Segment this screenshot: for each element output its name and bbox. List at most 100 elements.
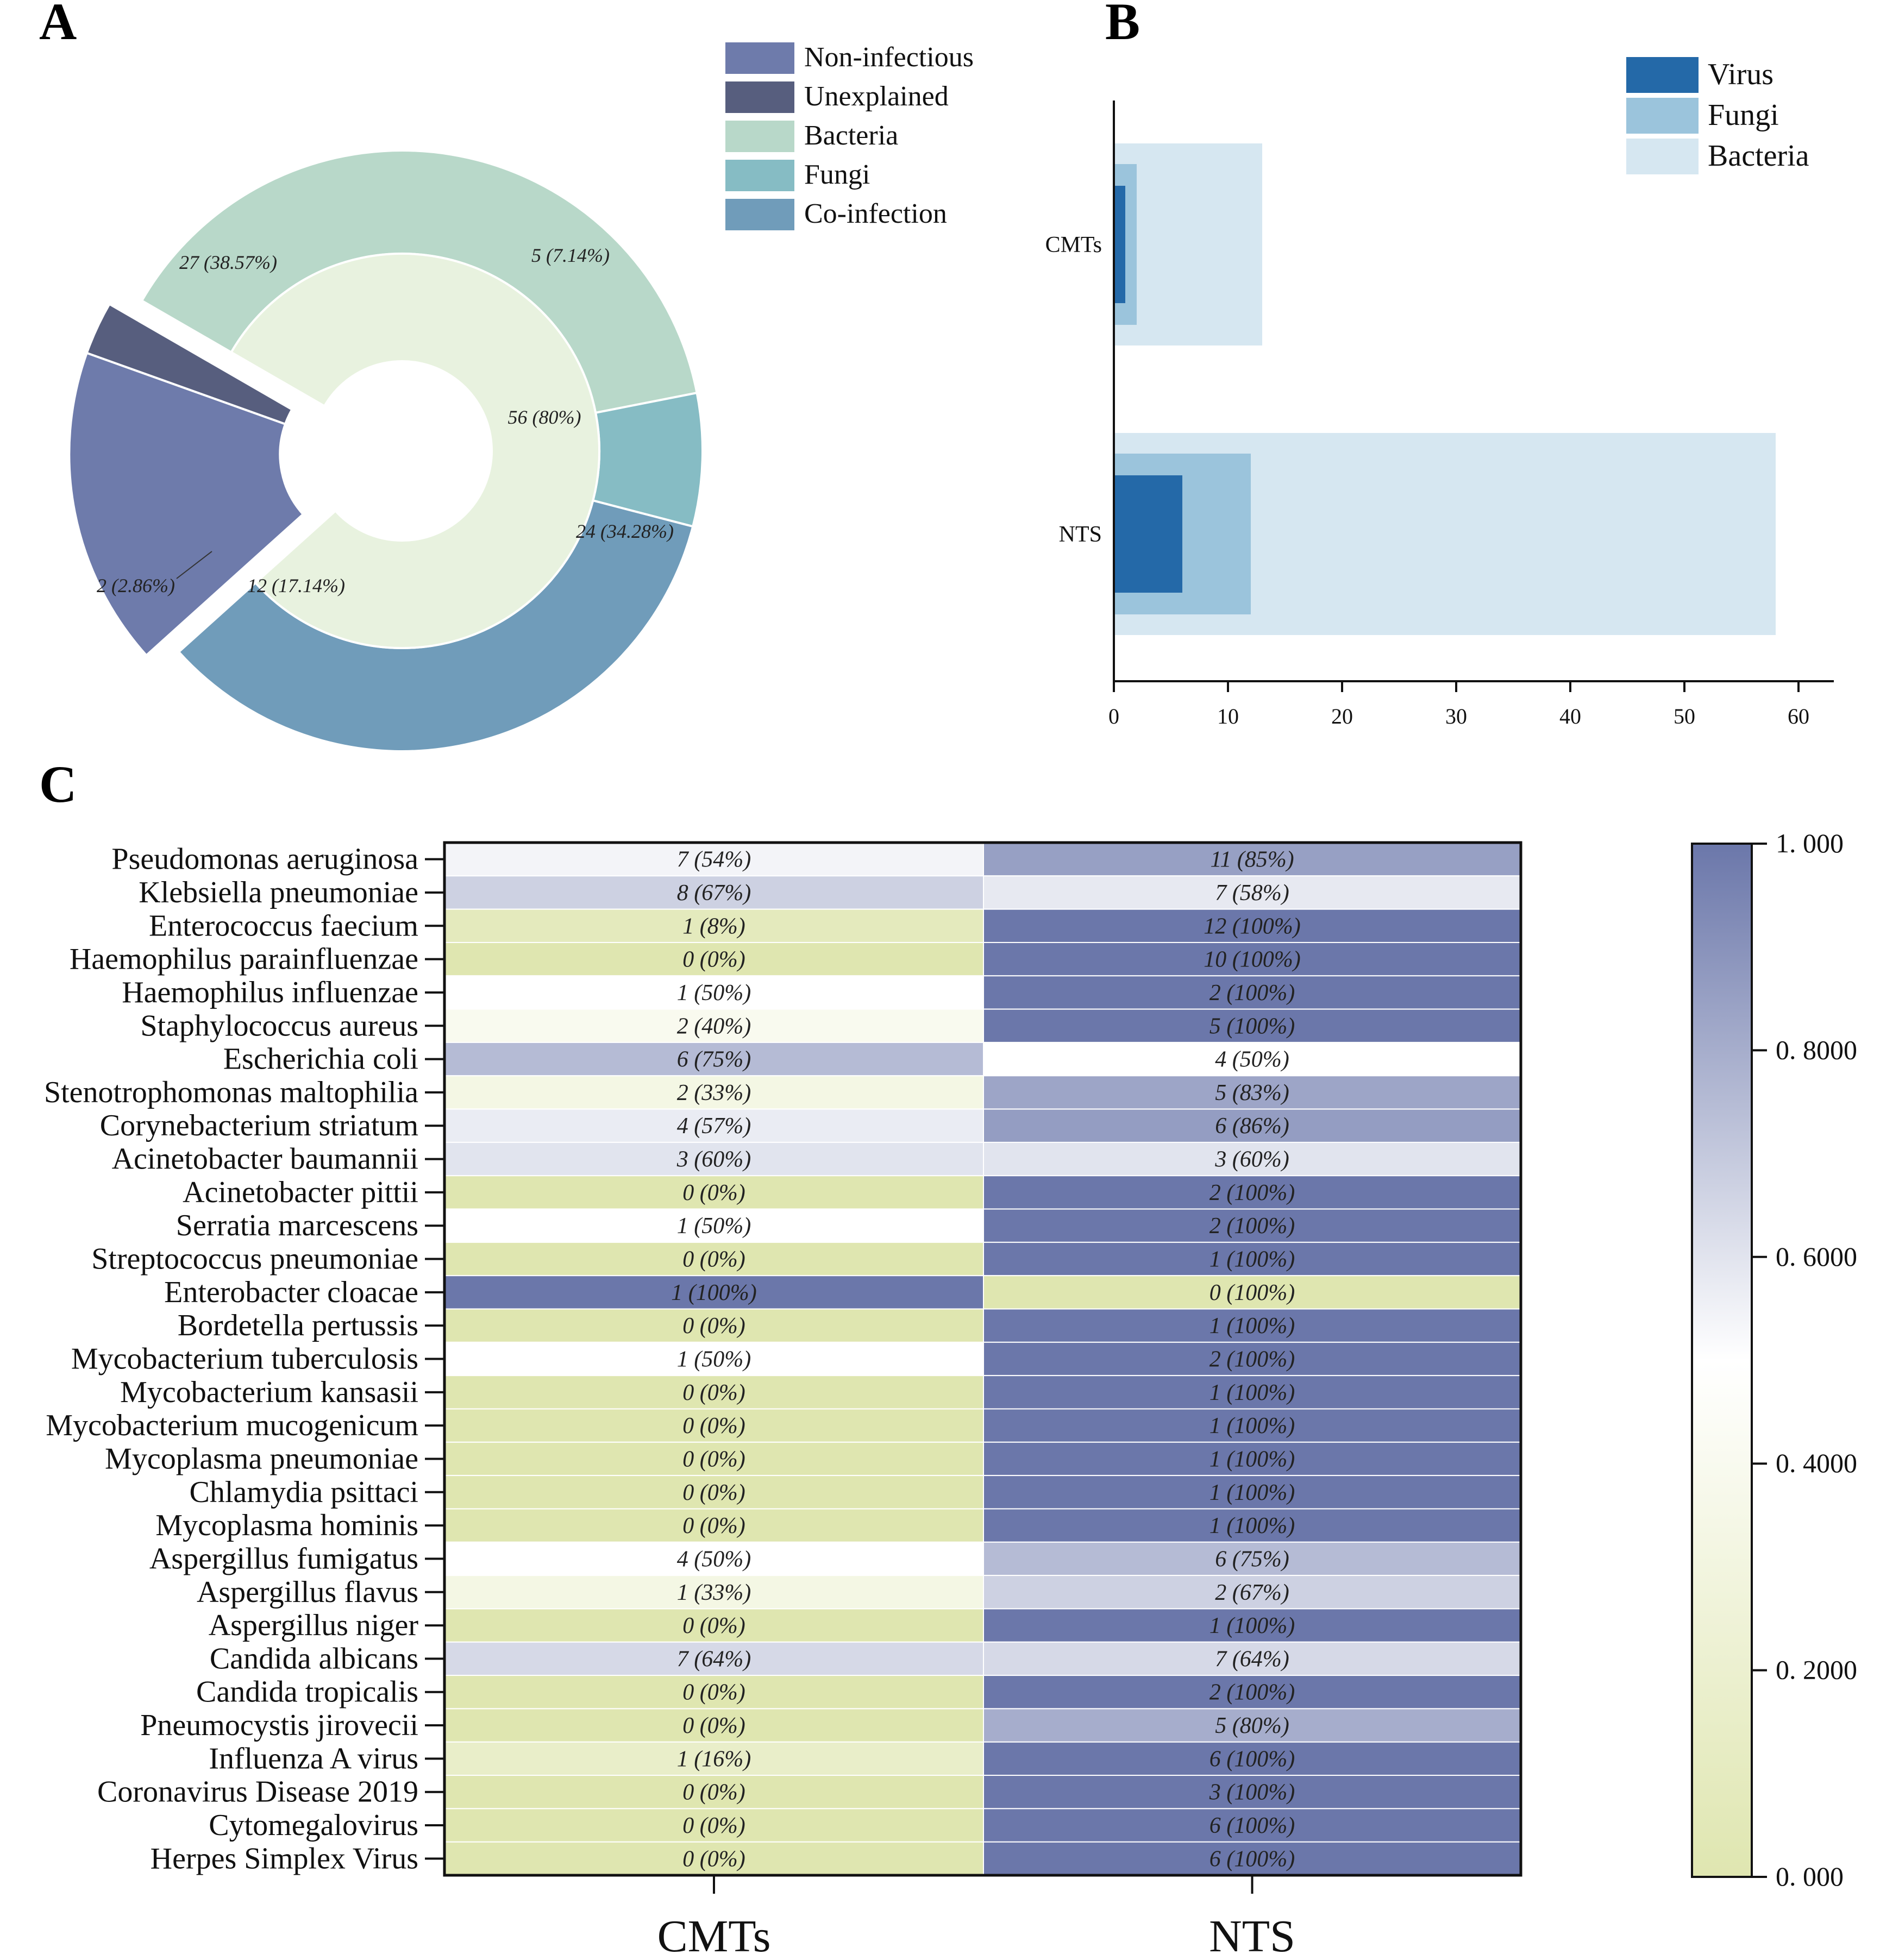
panel-label-b: B [1105, 0, 1140, 51]
heat-cell-nts-herpes-simplex-virus [983, 1841, 1521, 1876]
donut-label-bacteria: 27 (38.57%) [179, 252, 277, 273]
heat-value-nts: 11 (85%) [1210, 847, 1294, 872]
heat-row-label-aspergillus-flavus: Aspergillus flavus [197, 1575, 418, 1609]
heat-cell-nts-haemophilus-parainfluenzae [983, 941, 1521, 977]
bar-legend-label-fungi: Fungi [1708, 98, 1779, 132]
bar-x-tick-label: 40 [1559, 704, 1581, 728]
heat-value-nts: 12 (100%) [1204, 914, 1300, 939]
heat-value-nts: 1 (100%) [1210, 1513, 1295, 1538]
bar-x-tick-label: 20 [1331, 704, 1353, 728]
heat-cell-nts-serratia-marcescens [983, 1208, 1521, 1243]
bar-x-tick-label: 10 [1217, 704, 1239, 728]
heat-cell-cmts-enterobacter-cloacae [444, 1275, 984, 1310]
heat-value-nts: 1 (100%) [1210, 1480, 1295, 1505]
heat-cell-nts-klebsiella-pneumoniae [983, 875, 1521, 910]
donut-label-infection: 56 (80%) [508, 406, 581, 428]
bar-x-tick-label: 60 [1788, 704, 1809, 728]
heat-value-nts: 2 (100%) [1210, 1180, 1295, 1205]
heat-value-cmts: 0 (0%) [682, 1846, 745, 1871]
heat-cell-nts-aspergillus-fumigatus [983, 1541, 1521, 1576]
heat-value-nts: 3 (100%) [1209, 1780, 1295, 1805]
heat-cell-nts-candida-tropicalis [983, 1675, 1521, 1710]
heat-row-label-haemophilus-parainfluenzae: Haemophilus parainfluenzae [70, 943, 418, 976]
bar-legend-label-virus: Virus [1708, 58, 1774, 91]
legend-label-bacteria: Bacteria [804, 120, 898, 151]
heat-value-cmts: 7 (64%) [677, 1647, 751, 1672]
heat-row-label-acinetobacter-baumannii: Acinetobacter baumannii [112, 1142, 418, 1176]
donut-label-co-infection: 24 (34.28%) [576, 520, 674, 542]
legend-label-co-infection: Co-infection [804, 198, 947, 229]
heat-row-label-pneumocystis-jirovecii: Pneumocystis jirovecii [140, 1708, 418, 1742]
heat-row-label-stenotrophomonas-maltophilia: Stenotrophomonas maltophilia [44, 1076, 418, 1109]
heat-cell-nts-bordetella-pertussis [983, 1308, 1521, 1343]
heat-value-cmts: 4 (50%) [677, 1547, 751, 1572]
heat-cell-nts-candida-albicans [983, 1641, 1521, 1676]
heat-cell-cmts-aspergillus-niger [444, 1608, 984, 1643]
heat-value-nts: 6 (100%) [1210, 1813, 1295, 1838]
heat-row-label-acinetobacter-pittii: Acinetobacter pittii [183, 1176, 418, 1209]
legend-swatch-co-infection [725, 199, 794, 230]
heat-row-label-coronavirus-disease-2019: Coronavirus Disease 2019 [97, 1775, 418, 1809]
heat-value-cmts: 0 (0%) [682, 1414, 745, 1438]
colorbar-tick-label: 1. 000 [1776, 828, 1844, 858]
heat-row-label-escherichia-coli: Escherichia coli [223, 1042, 418, 1076]
heat-row-label-influenza-a-virus: Influenza A virus [209, 1742, 418, 1775]
bar-nts-virus [1114, 475, 1182, 593]
donut-label-non-infectious: 12 (17.14%) [247, 575, 345, 596]
heat-cell-cmts-haemophilus-influenzae [444, 975, 984, 1010]
heat-row-label-candida-tropicalis: Candida tropicalis [196, 1675, 418, 1709]
heat-value-nts: 1 (100%) [1210, 1447, 1295, 1472]
heat-row-label-chlamydia-psittaci: Chlamydia psittaci [190, 1475, 418, 1509]
heat-value-nts: 1 (100%) [1210, 1247, 1295, 1272]
heat-cell-nts-mycobacterium-tuberculosis [983, 1341, 1521, 1377]
heat-row-label-haemophilus-influenzae: Haemophilus influenzae [122, 976, 418, 1009]
donut-slice-non-infectious [68, 351, 305, 657]
colorbar-tick-label: 0. 4000 [1776, 1448, 1857, 1478]
heat-cell-cmts-herpes-simplex-virus [444, 1841, 984, 1876]
heat-row-label-corynebacterium-striatum: Corynebacterium striatum [100, 1109, 418, 1142]
heat-cell-cmts-staphylococcus-aureus [444, 1008, 984, 1043]
heat-value-nts: 1 (100%) [1210, 1613, 1295, 1638]
heat-row-label-pseudomonas-aeruginosa: Pseudomonas aeruginosa [111, 843, 418, 876]
heat-value-cmts: 0 (0%) [682, 1314, 745, 1339]
heat-cell-nts-haemophilus-influenzae [983, 975, 1521, 1010]
colorbar-tick-label: 0. 2000 [1776, 1655, 1857, 1685]
heat-value-nts: 2 (67%) [1215, 1580, 1289, 1605]
heat-value-nts: 1 (100%) [1210, 1380, 1295, 1405]
heat-value-nts: 5 (83%) [1215, 1080, 1289, 1105]
heat-value-nts: 5 (80%) [1215, 1713, 1289, 1738]
panel-c-heatmap: 7 (54%)11 (85%)8 (67%)7 (58%)1 (8%)12 (1… [44, 828, 1857, 1960]
heat-value-cmts: 0 (0%) [682, 1780, 745, 1805]
heat-cell-nts-pneumocystis-jirovecii [983, 1708, 1521, 1743]
donut-label-fungi: 5 (7.14%) [531, 244, 610, 266]
donut-label-unexplained: 2 (2.86%) [97, 575, 175, 596]
legend-swatch-unexplained [725, 81, 794, 113]
heat-value-cmts: 1 (50%) [677, 1347, 751, 1372]
heat-value-cmts: 1 (100%) [671, 1280, 756, 1305]
heat-value-cmts: 1 (16%) [677, 1747, 751, 1771]
heat-value-cmts: 2 (33%) [677, 1080, 751, 1105]
heat-value-cmts: 4 (57%) [677, 1114, 751, 1139]
heat-row-label-mycoplasma-hominis: Mycoplasma hominis [155, 1509, 418, 1542]
heat-value-nts: 2 (100%) [1210, 1680, 1295, 1705]
bar-legend-swatch-bacteria [1626, 139, 1699, 174]
heat-value-cmts: 0 (0%) [682, 1447, 745, 1472]
heat-row-label-mycobacterium-tuberculosis: Mycobacterium tuberculosis [71, 1342, 418, 1376]
heat-value-cmts: 0 (0%) [682, 1380, 745, 1405]
heat-cell-nts-acinetobacter-pittii [983, 1175, 1521, 1210]
legend-label-non-infectious: Non-infectious [804, 42, 974, 73]
bar-x-tick-label: 30 [1445, 704, 1467, 728]
heat-cell-nts-pseudomonas-aeruginosa [983, 842, 1521, 877]
heat-value-cmts: 1 (33%) [677, 1580, 751, 1605]
heat-value-nts: 4 (50%) [1215, 1047, 1289, 1072]
panel-label-c: C [39, 755, 77, 813]
heat-row-label-staphylococcus-aureus: Staphylococcus aureus [140, 1009, 418, 1042]
heat-value-cmts: 0 (0%) [682, 1680, 745, 1705]
heat-value-nts: 6 (100%) [1210, 1846, 1295, 1871]
heat-value-nts: 10 (100%) [1204, 947, 1300, 972]
heat-cell-nts-cytomegalovirus [983, 1808, 1521, 1843]
legend-swatch-non-infectious [725, 42, 794, 74]
heat-value-cmts: 0 (0%) [682, 1247, 745, 1272]
